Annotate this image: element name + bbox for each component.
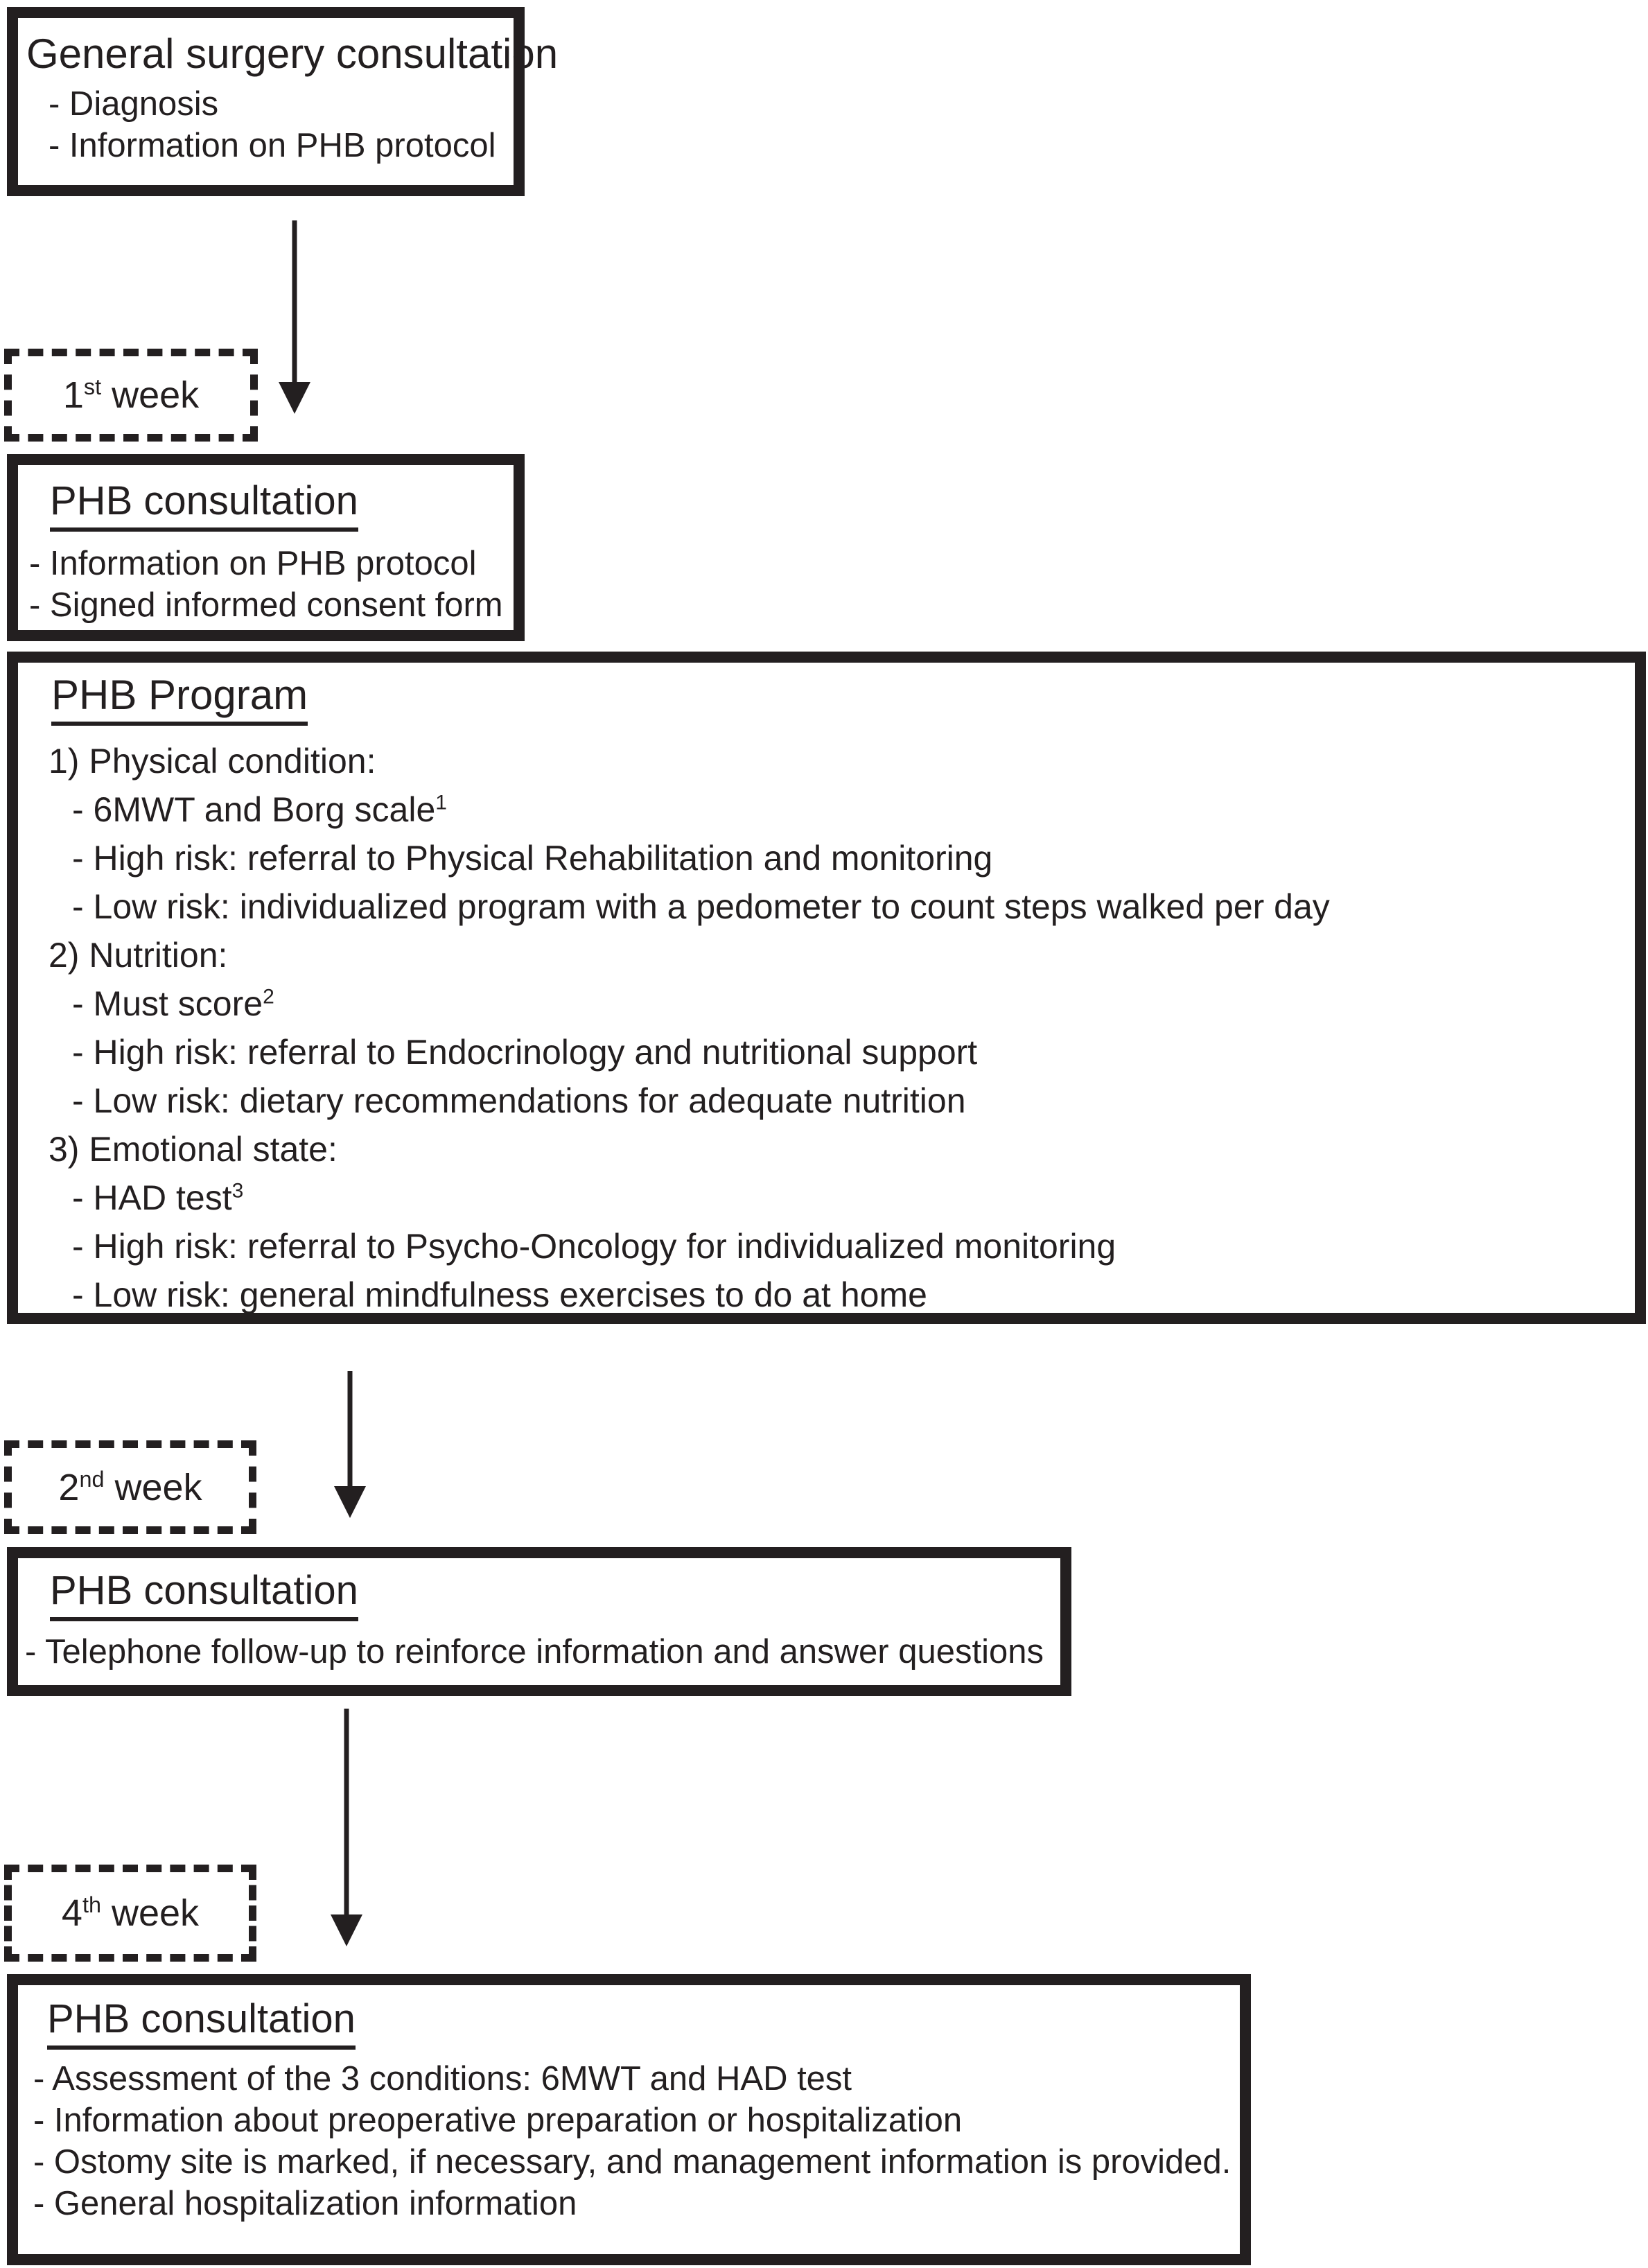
week-label-text: 4th week [61,1892,200,1934]
general-surgery-consultation-box: General surgery consultation - Diagnosis… [7,7,559,196]
footnote-superscript: 3 [231,1179,244,1203]
flow-arrow-down [279,220,310,414]
box-title: General surgery consultation [26,30,559,77]
bullet-item: - Ostomy site is marked, if necessary, a… [33,2143,1231,2181]
arrow-stem [344,1709,349,1916]
box-title: PHB consultation [47,1996,1234,2050]
ordinal-superscript: st [83,374,102,399]
program-item: - Must score2 [72,984,274,1024]
bullet-item: - Signed informed consent form [29,586,503,624]
box-title: PHB consultation [50,1568,1055,1621]
program-section: 1) Physical condition: [49,742,376,781]
bullet-item: - Telephone follow-up to reinforce infor… [25,1632,1044,1671]
program-item: - High risk: referral to Endocrinology a… [72,1033,978,1072]
arrow-head-icon [279,382,310,414]
program-item: - Low risk: general mindfulness exercise… [72,1275,927,1315]
program-item: - 6MWT and Borg scale1 [72,790,447,830]
box-title: PHB Program [51,672,1625,726]
phb-consultation-week4-box: PHB consultation - Assessment of the 3 c… [7,1974,1251,2265]
ordinal-superscript: nd [79,1466,105,1492]
week-label-4th: 4th week [4,1865,256,1962]
phb-program-box: PHB Program 1) Physical condition: - 6MW… [7,652,1646,1324]
arrow-stem [292,220,297,383]
footnote-superscript: 2 [263,985,274,1009]
flow-arrow-down [331,1709,362,1946]
program-item: - HAD test3 [72,1178,244,1218]
program-section: 3) Emotional state: [49,1130,338,1169]
flow-arrow-down [334,1371,366,1518]
ordinal-superscript: th [82,1892,101,1917]
bullet-item: - Assessment of the 3 conditions: 6MWT a… [33,2059,852,2097]
bullet-item: - Information about preoperative prepara… [33,2101,963,2139]
arrow-stem [347,1371,353,1488]
phb-consultation-week1-box: PHB consultation - Information on PHB pr… [7,454,525,641]
program-item: - High risk: referral to Psycho-Oncology… [72,1227,1116,1266]
bullet-item: - Information on PHB protocol [29,544,477,582]
program-item: - High risk: referral to Physical Rehabi… [72,839,993,878]
week-label-text: 1st week [62,374,200,416]
box-title: PHB consultation [50,478,508,532]
bullet-item: - Information on PHB protocol [49,127,496,165]
footnote-superscript: 1 [435,791,447,814]
program-item: - Low risk: dietary recommendations for … [72,1081,966,1121]
bullet-item: - Diagnosis [49,85,219,123]
program-section: 2) Nutrition: [49,936,228,975]
arrow-head-icon [331,1914,362,1946]
week-label-text: 2nd week [58,1466,202,1508]
arrow-head-icon [334,1486,366,1518]
program-item: - Low risk: individualized program with … [72,887,1330,927]
bullet-item: - General hospitalization information [33,2184,577,2222]
week-label-1st: 1st week [4,349,258,442]
phb-consultation-week2-box: PHB consultation - Telephone follow-up t… [7,1547,1071,1696]
week-label-2nd: 2nd week [4,1440,256,1534]
